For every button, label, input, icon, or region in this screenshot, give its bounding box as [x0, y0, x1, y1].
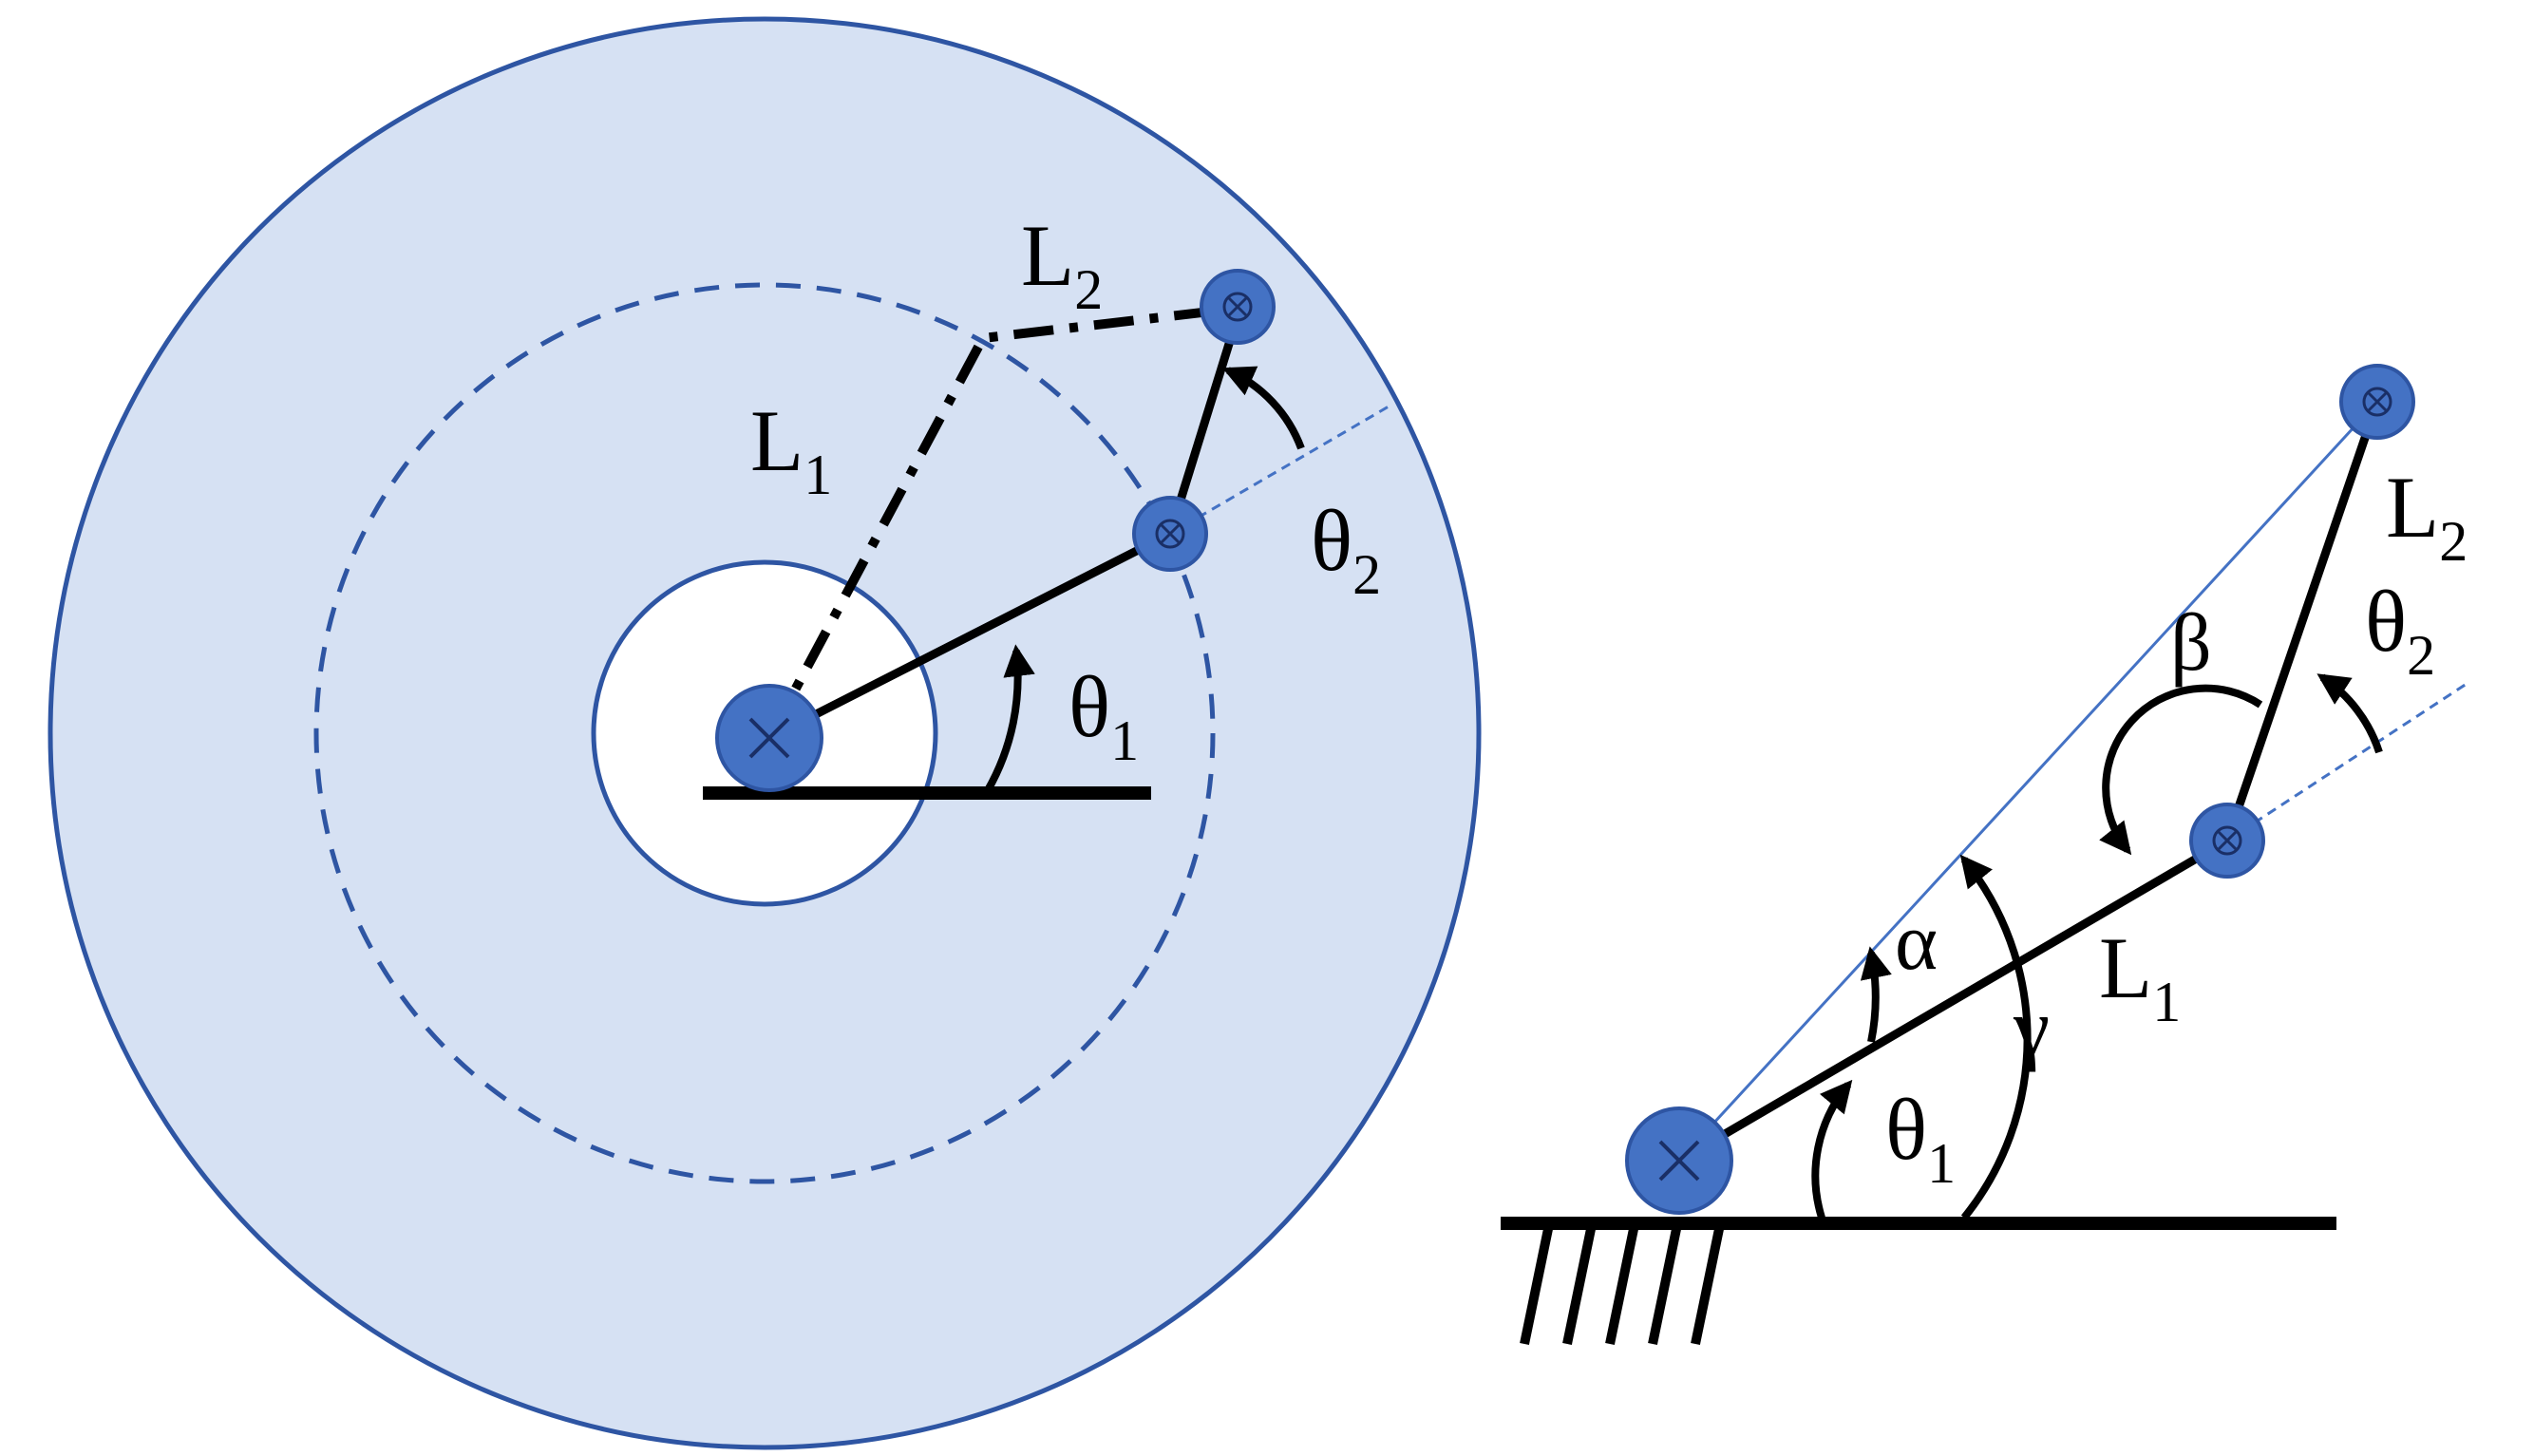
label-alpha: α — [1895, 896, 1938, 987]
elbow-reach-circle — [313, 282, 1216, 1184]
end-effector-joint — [1200, 269, 1276, 345]
alpha-arc-arrow — [1860, 946, 1892, 1043]
label-L1: L1 — [750, 392, 832, 506]
base-joint-right — [1625, 1106, 1733, 1215]
theta2-reference-line — [1169, 405, 1390, 536]
end-effector-joint-right — [2339, 364, 2415, 440]
alternate-arm-configuration — [765, 304, 1236, 741]
elbow-joint — [1132, 496, 1208, 572]
right-geometry-panel: L2 θ2 β α γ L1 θ1 — [1501, 364, 2470, 1346]
reach-line-to-end-effector — [1677, 400, 2379, 1163]
base-joint — [715, 684, 823, 792]
label-gamma: γ — [2013, 981, 2050, 1072]
theta2-reference-line-right — [2226, 680, 2470, 842]
link-L1 — [766, 530, 1171, 743]
theta1-arc-arrow-right — [1811, 1079, 1853, 1220]
label-L1-right: L1 — [2099, 919, 2181, 1033]
label-theta1-right: θ1 — [1885, 1081, 1956, 1195]
label-L2: L2 — [1021, 207, 1103, 321]
theta2-arc-arrow-right — [2317, 673, 2383, 754]
theta1-arc-arrow — [984, 644, 1035, 792]
gamma-arc-arrow — [1959, 854, 2032, 1220]
link-L1-right — [1676, 837, 2230, 1164]
label-L2-right: L2 — [2386, 459, 2468, 573]
link-L2-right — [2222, 400, 2382, 842]
label-theta1: θ1 — [1068, 658, 1139, 772]
elbow-joint-right — [2189, 803, 2265, 879]
label-theta2: θ2 — [1311, 492, 1381, 606]
label-theta2-right: θ2 — [2365, 573, 2435, 687]
left-workspace-panel: L1 L2 θ1 θ2 — [47, 16, 1482, 1450]
beta-arc-arrow — [2099, 684, 2263, 856]
ground-hatch — [1520, 1227, 1724, 1346]
label-beta: β — [2170, 596, 2212, 688]
theta2-arc-arrow — [1221, 366, 1305, 450]
